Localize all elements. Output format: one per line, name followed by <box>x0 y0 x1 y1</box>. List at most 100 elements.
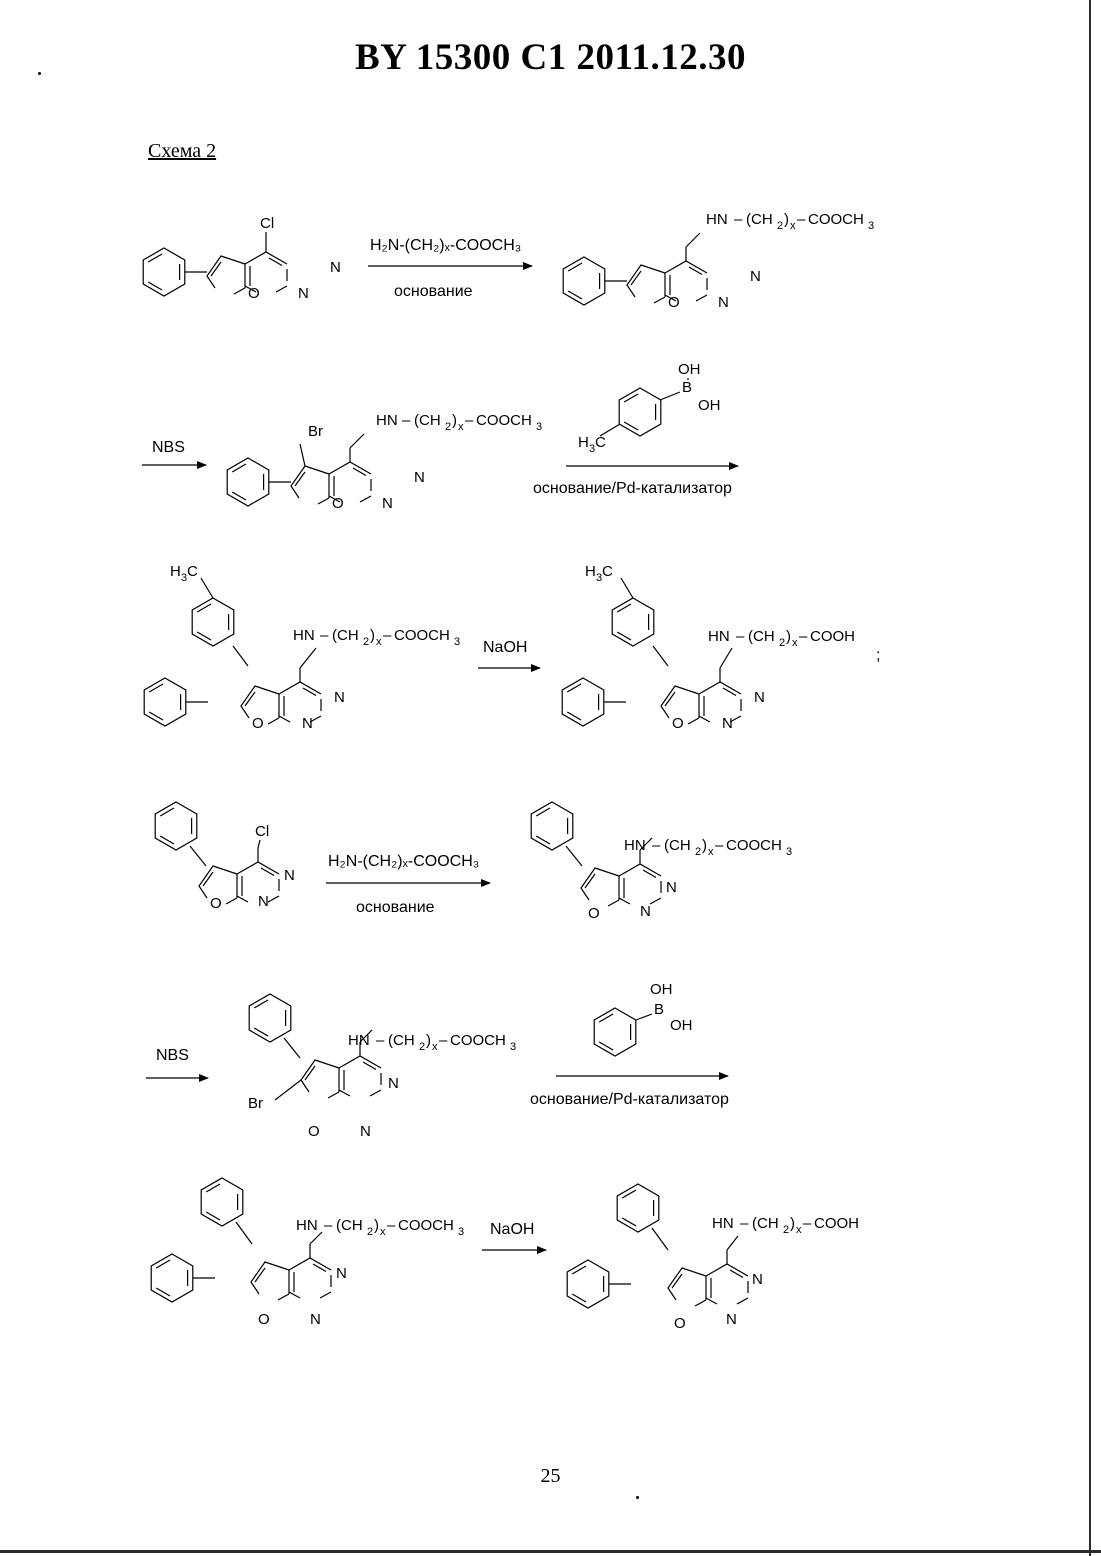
ch2-group: (CH <box>752 1215 779 1232</box>
x-sub: x <box>380 1226 386 1238</box>
atom-cl: Cl <box>260 215 274 232</box>
ch2-group: (CH <box>664 837 691 854</box>
ch2-sub: 2 <box>367 1226 373 1238</box>
x-sub: x <box>458 421 464 433</box>
atom-n: N <box>388 1075 399 1092</box>
ester-sub: 3 <box>536 421 542 433</box>
atom-b: B <box>654 1001 664 1018</box>
scan-edge-bottom <box>0 1550 1101 1553</box>
atom-o: O <box>252 715 264 732</box>
atom-n: N <box>722 715 733 732</box>
ch2-sub: 2 <box>695 846 701 858</box>
atom-b: B <box>682 379 692 396</box>
reagent-base-pd: основание/Pd-катализатор <box>530 1091 729 1108</box>
acid-group: COOH <box>810 628 855 645</box>
intermediate-bromo-2: Br HN – (CH 2 ) x – COOCH 3 N N O <box>248 994 516 1140</box>
atom-oh: OH <box>650 981 673 998</box>
atom-br: Br <box>308 423 323 440</box>
ch2-group: (CH <box>388 1032 415 1049</box>
product-2: HN – (CH 2 ) x – COOCH 3 N N O <box>531 802 792 922</box>
dash: – <box>439 1032 448 1049</box>
x-sub: x <box>790 220 796 232</box>
reaction-arrow-nbs-2: NBS <box>146 1047 208 1078</box>
product-diphenyl-acid: HN – (CH 2 ) x – COOH N N O <box>567 1184 859 1332</box>
ester-group: COOCH <box>394 627 450 644</box>
atom-n: N <box>330 259 341 276</box>
atom-n: N <box>298 285 309 302</box>
atom-hn: HN <box>706 211 728 228</box>
x-sub: x <box>432 1041 438 1053</box>
close-paren: ) <box>790 1215 795 1232</box>
reaction-arrow-suzuki-1: основание/Pd-катализатор <box>533 466 738 497</box>
atom-n: N <box>414 469 425 486</box>
dash: – <box>465 412 474 429</box>
ch2-sub: 2 <box>779 637 785 649</box>
intermediate-bromo-1: Br HN – (CH 2 ) x – COOCH 3 N N O <box>227 412 542 512</box>
atom-br: Br <box>248 1095 263 1112</box>
methyl-h: H <box>578 434 589 451</box>
scan-speck <box>38 72 41 75</box>
close-paren: ) <box>784 211 789 228</box>
reaction-arrow-1: H₂N-(CH₂)ₓ-COOCH₃ основание <box>368 237 532 300</box>
reagent-nbs: NBS <box>156 1047 189 1064</box>
semicolon: ; <box>876 647 880 664</box>
atom-o: O <box>248 285 260 302</box>
atom-n: N <box>360 1123 371 1140</box>
close-paren: ) <box>374 1217 379 1234</box>
reagent-tolylboronic-acid: B OH OH H 3 C <box>578 361 721 455</box>
dash: – <box>652 837 661 854</box>
ester-group: COOCH <box>726 837 782 854</box>
atom-o: O <box>308 1123 320 1140</box>
ester-sub: 3 <box>510 1041 516 1053</box>
atom-o: O <box>332 495 344 512</box>
close-paren: ) <box>426 1032 431 1049</box>
close-paren: ) <box>370 627 375 644</box>
atom-n: N <box>666 879 677 896</box>
intermediate-diphenyl-ester: HN – (CH 2 ) x – COOCH 3 N N O <box>151 1178 464 1328</box>
intermediate-tolyl-ester: H 3 C HN – (CH 2 ) x – COOCH 3 N N O <box>144 563 460 732</box>
dash: – <box>734 211 743 228</box>
reagent-amine: H₂N-(CH₂)ₓ-COOCH₃ <box>328 853 479 870</box>
reagent-amine: H₂N-(CH₂)ₓ-COOCH₃ <box>370 237 521 254</box>
ch2-group: (CH <box>336 1217 363 1234</box>
page-number: 25 <box>0 1465 1101 1488</box>
ester-group: COOCH <box>808 211 864 228</box>
atom-oh: OH <box>698 397 721 414</box>
ch2-group: (CH <box>332 627 359 644</box>
atom-n: N <box>334 689 345 706</box>
atom-n: N <box>284 867 295 884</box>
dash: – <box>797 211 806 228</box>
product-tolyl-acid: H 3 C HN – (CH 2 ) x – COOH N N O <box>562 563 855 732</box>
reaction-arrow-suzuki-2: основание/Pd-катализатор <box>530 1076 729 1108</box>
atom-o: O <box>210 895 222 912</box>
close-paren: ) <box>452 412 457 429</box>
atom-hn: HN <box>624 837 646 854</box>
reagent-naoh: NaOH <box>483 639 527 656</box>
ch2-sub: 2 <box>445 421 451 433</box>
close-paren: ) <box>786 628 791 645</box>
reaction-arrow-naoh-2: NaOH <box>482 1221 546 1250</box>
ester-group: COOCH <box>476 412 532 429</box>
dash: – <box>715 837 724 854</box>
ester-sub: 3 <box>868 220 874 232</box>
side-chain: HN – (CH 2 ) x – COOCH 3 <box>293 627 460 648</box>
reagent-base: основание <box>394 283 473 300</box>
scan-edge-right <box>1089 0 1091 1556</box>
x-sub: x <box>796 1224 802 1236</box>
acid-group: COOH <box>814 1215 859 1232</box>
dash: – <box>740 1215 749 1232</box>
x-sub: x <box>376 636 382 648</box>
ester-sub: 3 <box>786 846 792 858</box>
atom-n: N <box>640 903 651 920</box>
atom-n: N <box>750 268 761 285</box>
side-chain: HN – (CH 2 ) x – COOCH 3 <box>348 1032 516 1053</box>
ester-sub: 3 <box>458 1226 464 1238</box>
atom-n: N <box>726 1311 737 1328</box>
ch2-group: (CH <box>414 412 441 429</box>
x-sub: x <box>708 846 714 858</box>
dash: – <box>736 628 745 645</box>
side-chain: HN – (CH 2 ) x – COOCH 3 <box>376 412 542 433</box>
reaction-arrow-naoh-1: NaOH <box>478 639 540 668</box>
